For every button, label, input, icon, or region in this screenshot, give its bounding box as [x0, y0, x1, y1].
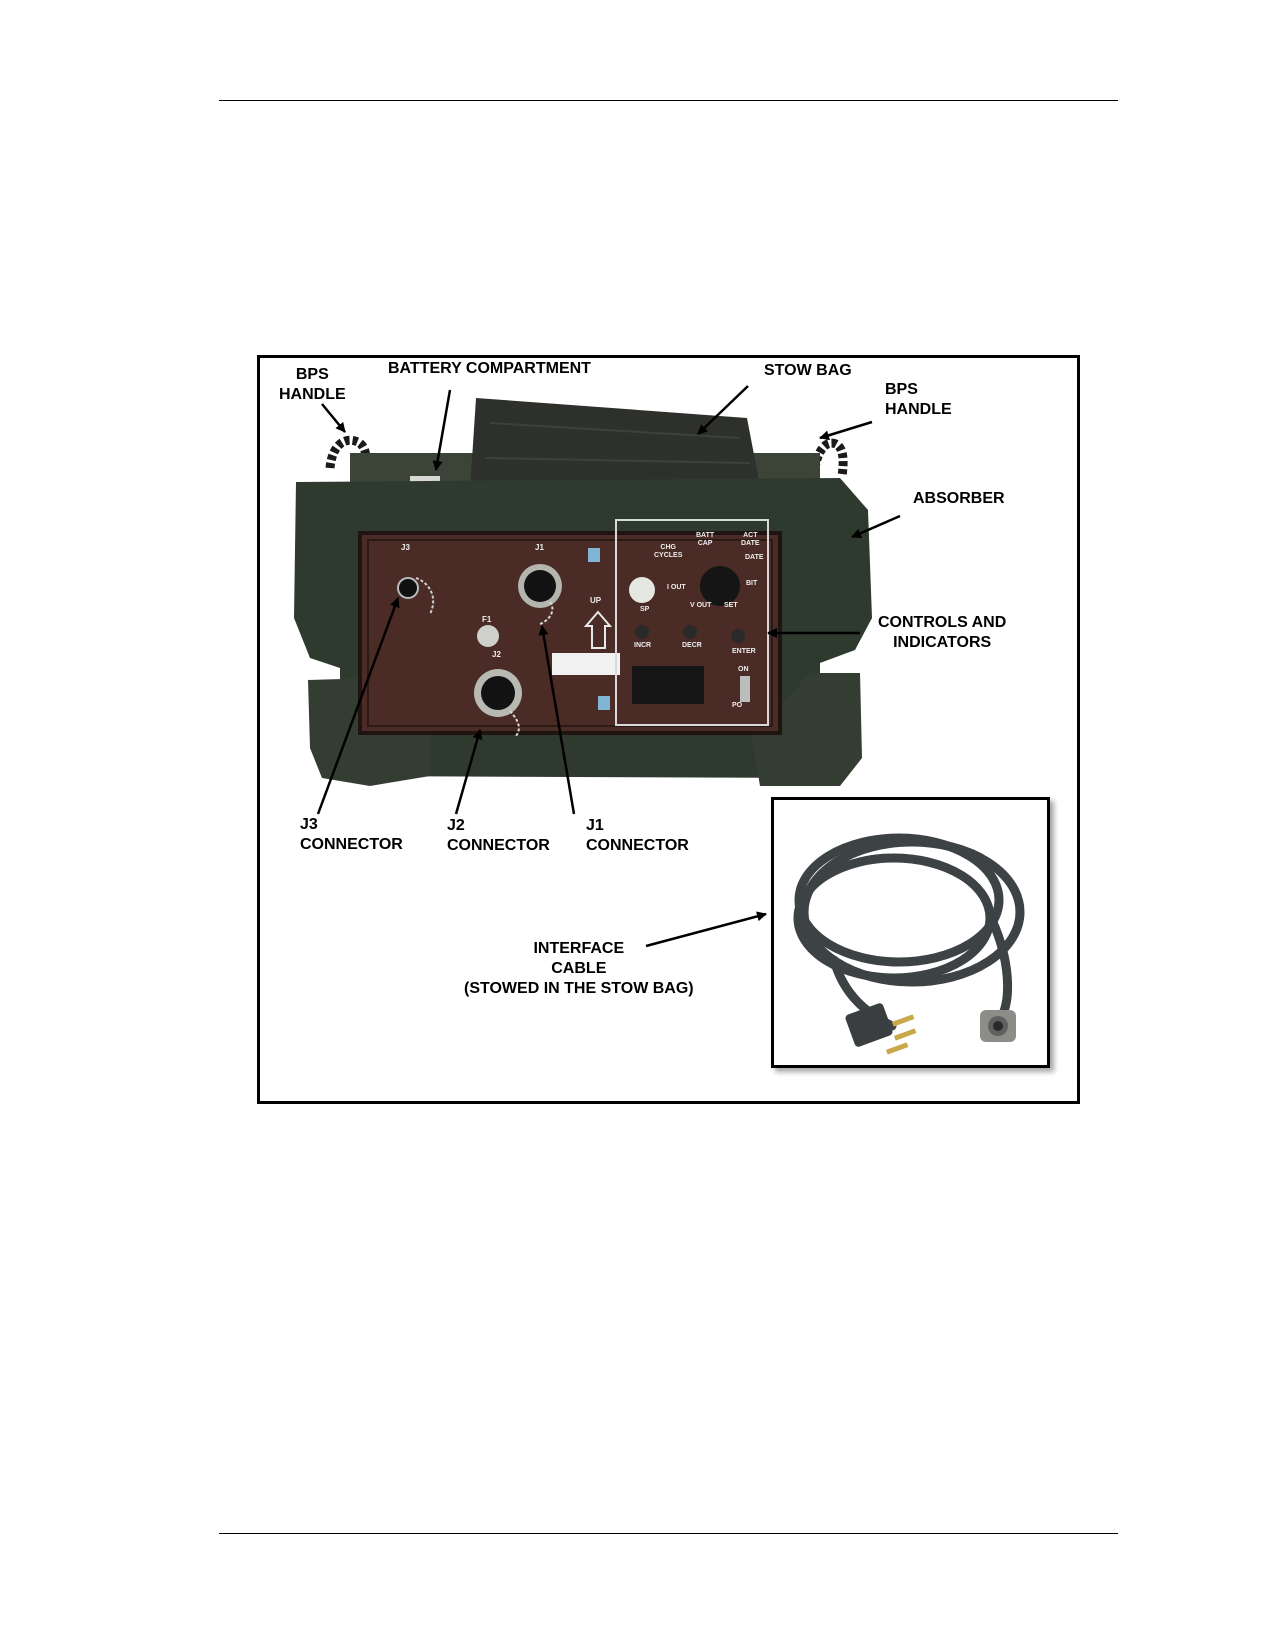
- panel-mark-batt-cap: BATT CAP: [696, 532, 715, 547]
- panel-mark-decr: DECR: [682, 642, 702, 649]
- header-rule: [219, 100, 1118, 101]
- label-j3-connector: J3 CONNECTOR: [300, 816, 403, 853]
- label-absorber: ABSORBER: [913, 490, 1005, 507]
- label-stow-bag: STOW BAG: [764, 362, 852, 379]
- arrow-battery-compartment: [432, 389, 452, 471]
- label-bps-handle-right: BPS HANDLE: [885, 381, 952, 418]
- panel-mark-j2: J2: [492, 650, 501, 659]
- panel-mark-act-date: ACT DATE: [741, 532, 760, 547]
- arrow-interface-cable: [645, 911, 767, 948]
- label-interface-cable: INTERFACE CABLE (STOWED IN THE STOW BAG): [464, 940, 694, 997]
- panel-mark-f1: F1: [482, 615, 492, 624]
- face-panel: [358, 531, 782, 735]
- panel-mark-date: DATE: [745, 554, 764, 561]
- arrow-absorber: [851, 514, 901, 539]
- panel-mark-chg-cycles: CHG CYCLES: [654, 544, 683, 559]
- panel-mark-incr: INCR: [634, 642, 652, 649]
- panel-mark-j3: J3: [401, 543, 410, 552]
- label-j1-connector: J1 CONNECTOR: [586, 817, 689, 854]
- arrow-j1: [538, 625, 576, 815]
- controls-box: [615, 519, 769, 726]
- panel-mark-v-out: V OUT: [690, 602, 712, 609]
- arrow-bps-handle-right: [819, 420, 873, 441]
- figure-frame: J3 J1 F1 J2 UP CHG CYCLES BATT CAP ACT D…: [257, 355, 1080, 1104]
- panel-mark-sp: SP: [640, 606, 650, 613]
- arrow-j2: [454, 729, 483, 815]
- interface-cable-inset: [771, 797, 1050, 1068]
- label-controls-and-indicators: CONTROLS AND INDICATORS: [878, 614, 1007, 651]
- footer-rule: [219, 1533, 1118, 1534]
- arrow-stow-bag: [697, 385, 749, 435]
- right-handle: [810, 438, 848, 477]
- interface-cable-photo: [793, 833, 1025, 1055]
- panel-mark-up: UP: [590, 596, 602, 605]
- stow-bag-shape: [470, 398, 760, 490]
- label-bps-handle-left: BPS HANDLE: [279, 366, 346, 403]
- arrow-bps-handle-left: [321, 403, 346, 433]
- equipment-photo: [294, 385, 901, 948]
- panel-mark-j1: J1: [535, 543, 544, 552]
- panel-mark-i-out: I OUT: [667, 584, 686, 591]
- panel-mark-enter: ENTER: [732, 648, 756, 655]
- panel-mark-set: SET: [724, 602, 738, 609]
- panel-mark-bit: BIT: [746, 580, 758, 587]
- label-j2-connector: J2 CONNECTOR: [447, 817, 550, 854]
- arrow-j3: [316, 597, 400, 815]
- panel-mark-po: PO: [732, 702, 743, 709]
- label-battery-compartment: BATTERY COMPARTMENT: [388, 360, 591, 377]
- panel-mark-on: ON: [738, 666, 749, 673]
